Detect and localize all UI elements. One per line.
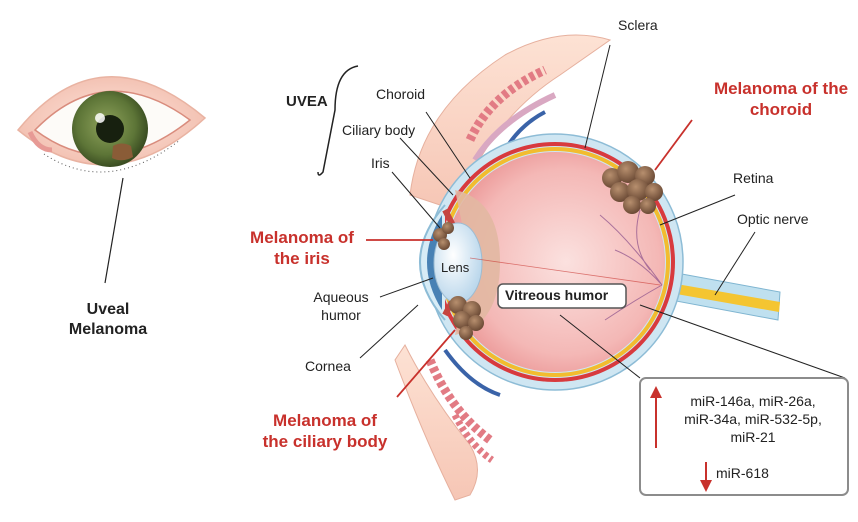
aqueous-leader — [379, 277, 434, 298]
optic-leader — [714, 231, 756, 296]
leader-lines — [359, 44, 846, 379]
eye-highlight — [95, 113, 105, 123]
vitreous-leader-2 — [639, 304, 846, 379]
melanoma-choroid-line1: Melanoma of the — [713, 79, 849, 98]
retinal-vessels — [599, 209, 663, 321]
choroid-melanoma-leader — [654, 119, 693, 171]
ciliary-body-label: Ciliary body — [342, 122, 416, 138]
choroid-label: Choroid — [376, 86, 426, 102]
melanoma-ciliary-line2: the ciliary body — [262, 432, 388, 451]
optic-nerve-core — [665, 282, 780, 312]
melanoma-iris-label: Melanoma of the iris — [236, 227, 368, 269]
external-eye — [16, 76, 207, 284]
uveal-melanoma-label: Uveal Melanoma — [48, 300, 168, 340]
up-arrow — [650, 386, 662, 448]
iris-label: Iris — [371, 155, 390, 171]
melanoma-iris-line2: the iris — [274, 249, 330, 268]
iris-melanoma-spot — [112, 143, 133, 161]
aqueous-humor-label: Aqueous humor — [301, 288, 381, 324]
lower-lashes — [43, 139, 181, 173]
mirna-down-label: miR-618 — [716, 465, 769, 481]
cornea-label: Cornea — [305, 358, 351, 374]
caruncle — [27, 130, 53, 153]
cornea-leader — [359, 304, 419, 359]
down-arrow — [700, 462, 712, 492]
mirna-up-line1: miR-146a, miR-26a, — [690, 393, 816, 409]
melanoma-ciliary-line1: Melanoma of — [273, 411, 377, 430]
lower-eyelid — [394, 344, 501, 501]
upper-muscle-fibers — [465, 65, 547, 142]
mirna-up-list: miR-146a, miR-26a, miR-34a, miR-532-5p, … — [664, 392, 842, 446]
visual-axis — [469, 257, 661, 286]
lower-vessel — [443, 348, 501, 397]
sclera-leader — [584, 44, 611, 149]
uveal-leader-line — [104, 177, 124, 284]
ciliary-leader — [399, 137, 454, 196]
uveal-melanoma-line1: Uveal — [86, 301, 130, 318]
melanoma-choroid-label: Melanoma of the choroid — [696, 78, 858, 120]
choroid-leader — [425, 111, 471, 179]
iris-leader — [391, 171, 441, 229]
lower-lid-fibers — [451, 413, 495, 463]
vitreous-box — [497, 283, 627, 309]
melanoma-choroid-line2: choroid — [749, 100, 813, 119]
aqueous-line2: humor — [321, 307, 361, 323]
mirna-box — [639, 377, 849, 496]
uvea-bracket — [317, 65, 359, 176]
mirna-up-line2: miR-34a, miR-532-5p, — [684, 411, 822, 427]
ciliary-melanoma-leader — [396, 329, 456, 398]
uvea-label: UVEA — [286, 93, 328, 110]
vitreous-leader-1 — [559, 314, 641, 379]
uveal-melanoma-line2: Melanoma — [68, 321, 148, 338]
optic-nerve-label: Optic nerve — [737, 211, 809, 227]
retina-leader — [659, 194, 736, 226]
vitreous-humor-label: Vitreous humor — [505, 287, 609, 303]
melanoma-leaders — [366, 119, 693, 398]
aqueous-line1: Aqueous — [313, 289, 369, 305]
melanoma-iris-line1: Melanoma of — [250, 228, 354, 247]
mirna-up-line3: miR-21 — [730, 429, 776, 445]
sclera-label: Sclera — [618, 17, 658, 33]
upper-conjunctiva — [472, 92, 557, 162]
tumor-choroid — [602, 161, 663, 214]
lower-muscle-fibers — [425, 358, 493, 444]
tumor-iris — [433, 222, 454, 250]
lens-label: Lens — [441, 260, 470, 275]
melanoma-ciliary-label: Melanoma of the ciliary body — [250, 410, 400, 452]
tumor-ciliary-body — [449, 296, 484, 340]
eye-globe — [419, 133, 781, 391]
retina-label: Retina — [733, 170, 774, 186]
